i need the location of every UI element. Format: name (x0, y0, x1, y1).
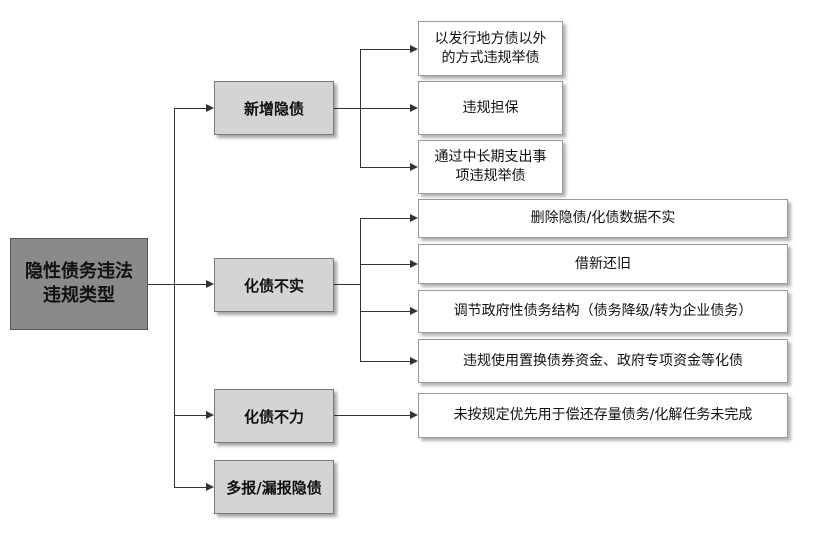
category-misreported-debt: 多报/漏报隐债 (214, 460, 334, 514)
connector (360, 264, 411, 265)
leaf-misuse-replacement-bonds: 违规使用置换债券资金、政府专项资金等化债 (418, 339, 788, 383)
leaf-falsified-data: 删除隐债/化债数据不实 (418, 199, 788, 238)
connector (334, 108, 361, 109)
arrow-head (206, 411, 214, 419)
category-new-hidden-debt: 新增隐债 (214, 81, 334, 135)
connector (174, 487, 207, 488)
connector (174, 415, 207, 416)
connector (360, 108, 411, 109)
connector (174, 108, 175, 488)
connector (174, 284, 207, 285)
connector (360, 49, 411, 50)
connector (360, 311, 411, 312)
leaf-adjust-debt-structure: 调节政府性债务结构（债务降级/转为企业债务） (418, 290, 788, 333)
connector (148, 284, 175, 285)
arrow-head (410, 411, 418, 419)
arrow-head (410, 45, 418, 53)
leaf-issue-outside-local-bonds: 以发行地方债以外 的方式违规举债 (418, 21, 563, 76)
leaf-borrow-new-repay-old: 借新还旧 (418, 244, 788, 284)
connector (334, 415, 411, 416)
connector (334, 284, 361, 285)
arrow-head (410, 163, 418, 171)
category-ineffective-resolution: 化债不力 (214, 389, 334, 443)
arrow-head (410, 214, 418, 222)
arrow-head (410, 104, 418, 112)
arrow-head (206, 280, 214, 288)
connector (360, 167, 411, 168)
root-node: 隐性债务违法 违规类型 (10, 238, 148, 330)
arrow-head (410, 260, 418, 268)
arrow-head (206, 104, 214, 112)
connector (360, 361, 411, 362)
category-false-resolution: 化债不实 (214, 258, 334, 312)
leaf-illegal-guarantee: 违规担保 (418, 81, 563, 135)
connector (360, 218, 411, 219)
leaf-long-term-expenditure-borrowing: 通过中长期支出事 项违规举债 (418, 140, 563, 194)
arrow-head (410, 307, 418, 315)
arrow-head (410, 357, 418, 365)
connector (360, 218, 361, 361)
arrow-head (206, 483, 214, 491)
connector (174, 108, 207, 109)
leaf-priority-repayment-unfulfilled: 未按规定优先用于偿还存量债务/化解任务未完成 (418, 393, 788, 438)
